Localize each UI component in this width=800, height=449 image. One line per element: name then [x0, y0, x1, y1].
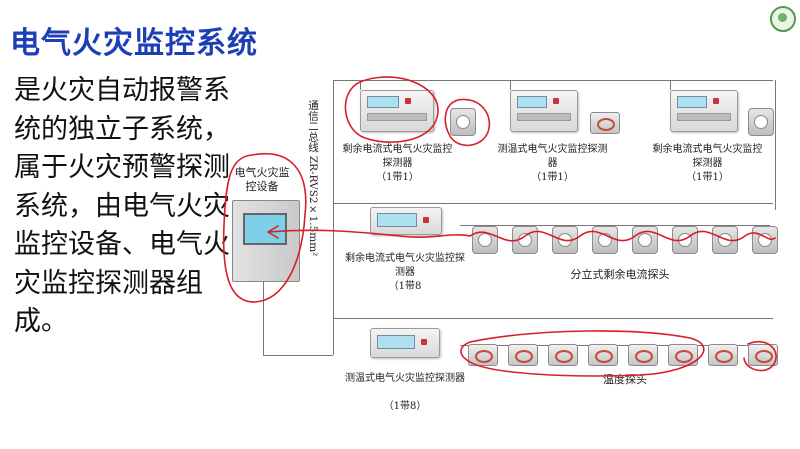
detector-name-residual-1: 剩余电流式电气火灾监控探测器	[342, 144, 453, 169]
monitor-link-line	[263, 255, 264, 355]
detector-name-temp-8: 测温式电气火灾监控探测器	[345, 373, 465, 384]
annot-temp-probes-ellipse	[460, 330, 705, 377]
bus-line-bottom	[333, 318, 773, 319]
detector-note-temp-8: （1带8）	[383, 401, 427, 412]
slide-description: 是火灾自动报警系统的独立子系统，属于火灾预警探测系统，由电气火灾监控设备、电气火…	[14, 75, 230, 337]
drop-line-3	[670, 80, 671, 90]
annot-probe-wave	[469, 230, 776, 242]
annot-right-probe-circle	[743, 340, 777, 372]
probe-chain-line-1	[460, 225, 770, 226]
temp-probe-3	[548, 344, 578, 366]
detector-note-residual-1: （1带1）	[376, 172, 419, 183]
bus-line-mid	[333, 203, 773, 204]
monitor-label: 电气火灾监控设备	[234, 166, 290, 193]
annot-detector-circle-1	[344, 76, 439, 143]
ct-probe-top-2	[748, 108, 774, 136]
detector-name-residual-8: 剩余电流式电气火灾监控探测器	[345, 253, 465, 278]
temp-detector-device-8	[370, 328, 440, 358]
split-residual-probe-label: 分立式剩余电流探头	[570, 268, 670, 281]
bus-line-vertical	[333, 80, 334, 355]
annot-arrow-head	[267, 225, 279, 239]
temp-probe-top-1	[590, 112, 620, 134]
drop-line-4	[775, 80, 776, 210]
drop-line-2	[510, 80, 511, 90]
bus-label: 通信二总线 ZR-RVS2×1.5mm²	[307, 100, 319, 257]
temp-probe-2	[508, 344, 538, 366]
temp-probe-4	[588, 344, 618, 366]
temp-probe-1	[468, 344, 498, 366]
detector-note-residual-2: （1带1）	[686, 172, 729, 183]
split-ct-probe-5	[632, 226, 658, 254]
temp-detector-device-1	[510, 90, 578, 132]
residual-detector-device-2	[670, 90, 738, 132]
annot-signal-arrow	[267, 229, 471, 238]
detector-note-residual-8: （1带8	[388, 281, 422, 292]
ct-probe-top-1	[450, 108, 476, 136]
annot-monitor-circle	[222, 153, 307, 303]
temp-probe-6	[668, 344, 698, 366]
monitor-screen	[243, 213, 287, 245]
temp-probe-5	[628, 344, 658, 366]
split-ct-probe-1	[472, 226, 498, 254]
bus-line-top	[333, 80, 773, 81]
drop-line-1	[360, 80, 361, 90]
residual-detector-device-8	[370, 207, 442, 235]
temp-probe-8	[748, 344, 778, 366]
slide-title: 电气火灾监控系统	[10, 26, 258, 61]
annot-ct-circle-1	[444, 98, 491, 147]
residual-detector-device-1	[360, 90, 434, 132]
logo-icon	[770, 6, 796, 32]
monitor-device	[232, 200, 300, 282]
detector-name-residual-2: 剩余电流式电气火灾监控探测器	[652, 144, 763, 169]
split-ct-probe-4	[592, 226, 618, 254]
split-ct-probe-8	[752, 226, 778, 254]
monitor-link-line-h	[263, 355, 333, 356]
detector-note-temp-1: （1带1）	[531, 172, 574, 183]
temp-probe-7	[708, 344, 738, 366]
detector-name-temp-1: 测温式电气火灾监控探测器	[497, 144, 608, 169]
